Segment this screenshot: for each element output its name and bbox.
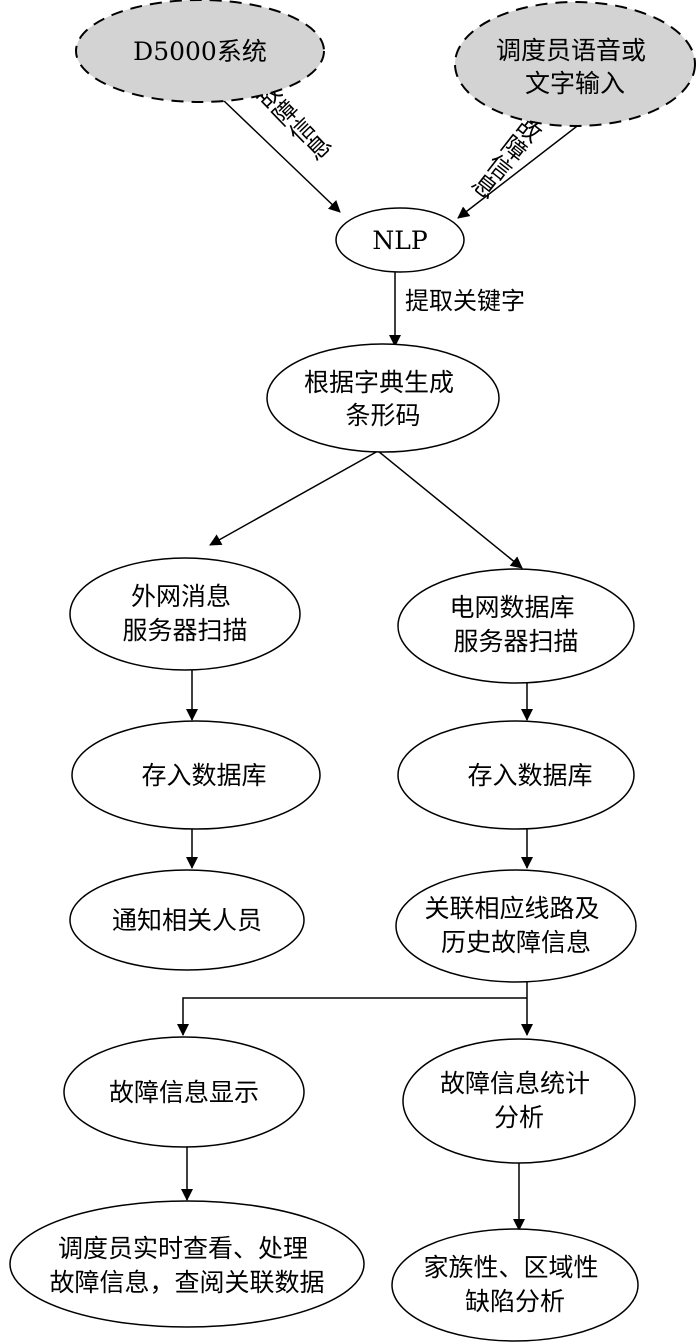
node-text: 调度员实时查看、处理 故障信息，查阅关联数据: [49, 1234, 324, 1297]
node-line: 调度员实时查看、处理: [58, 1234, 308, 1263]
node-text: 通知相关人员: [112, 906, 262, 935]
node-fault-statistics: 故障信息统计 分析: [402, 1038, 636, 1164]
node-line: 历史故障信息: [441, 928, 591, 957]
node-text: NLP: [372, 226, 427, 255]
node-text: 存入数据库: [141, 761, 266, 790]
node-line: D5000系统: [133, 37, 267, 66]
node-text: 调度员语音或 文字输入: [496, 36, 654, 98]
node-line: 缺陷分析: [465, 1287, 565, 1316]
node-defect-analysis: 家族性、区域性 缺陷分析: [391, 1228, 639, 1342]
node-line: 故障信息显示: [109, 1078, 259, 1107]
node-line: 电网数据库: [450, 593, 575, 622]
node-line: 存入数据库: [141, 761, 266, 790]
node-store-database-right: 存入数据库: [397, 720, 635, 830]
node-external-message-scan: 外网消息 服务器扫描: [69, 557, 301, 671]
edge-barcode-to-grid-scan: [377, 450, 523, 569]
edge-d5000-to-nlp: [221, 98, 341, 213]
node-text: 电网数据库 服务器扫描: [450, 593, 583, 656]
node-text: 根据字典生成 条形码: [304, 368, 462, 430]
node-text: 关联相应线路及 历史故障信息: [425, 894, 608, 957]
node-line: 通知相关人员: [112, 906, 262, 935]
node-dispatcher-input: 调度员语音或 文字输入: [454, 1, 696, 127]
node-line: 条形码: [345, 401, 420, 430]
node-store-database-left: 存入数据库: [71, 720, 321, 830]
node-line: 家族性、区域性: [424, 1253, 599, 1282]
node-dispatcher-view: 调度员实时查看、处理 故障信息，查阅关联数据: [9, 1200, 365, 1328]
node-line: 文字输入: [525, 69, 625, 98]
edge-barcode-to-external-scan: [209, 450, 379, 546]
node-grid-database-scan: 电网数据库 服务器扫描: [397, 568, 635, 684]
node-line: 关联相应线路及: [425, 894, 600, 923]
node-line: 存入数据库: [467, 761, 592, 790]
node-line: 调度员语音或: [496, 36, 646, 65]
node-fault-display: 故障信息显示: [63, 1036, 305, 1148]
node-line: 故障信息统计: [440, 1069, 590, 1098]
node-generate-barcode: 根据字典生成 条形码: [266, 343, 500, 453]
edge-dispatcher-input-to-nlp: [457, 119, 586, 219]
edge-label-fault-info-right: 故障信息: [465, 109, 546, 202]
node-line: 服务器扫描: [453, 627, 578, 656]
node-line: 根据字典生成: [304, 368, 454, 397]
edge-label-extract-keywords: 提取关键字: [405, 287, 525, 315]
node-line: 服务器扫描: [122, 616, 247, 645]
node-text: 家族性、区域性 缺陷分析: [424, 1253, 607, 1316]
node-text: 故障信息统计 分析: [440, 1069, 598, 1132]
node-nlp: NLP: [335, 207, 465, 273]
node-line: 故障信息，查阅关联数据: [49, 1268, 324, 1297]
edge-associate-to-display: [177, 997, 527, 1036]
node-line: 分析: [494, 1103, 544, 1132]
node-text: D5000系统: [133, 37, 267, 66]
node-text: 故障信息显示: [109, 1078, 259, 1107]
node-d5000-system: D5000系统: [75, 0, 325, 103]
node-notify-personnel: 通知相关人员: [69, 869, 305, 971]
node-text: 存入数据库: [467, 761, 592, 790]
node-text: 外网消息 服务器扫描: [122, 582, 247, 645]
node-associate-history: 关联相应线路及 历史故障信息: [395, 869, 637, 983]
node-line: 外网消息: [131, 582, 231, 611]
node-line: NLP: [372, 226, 427, 255]
